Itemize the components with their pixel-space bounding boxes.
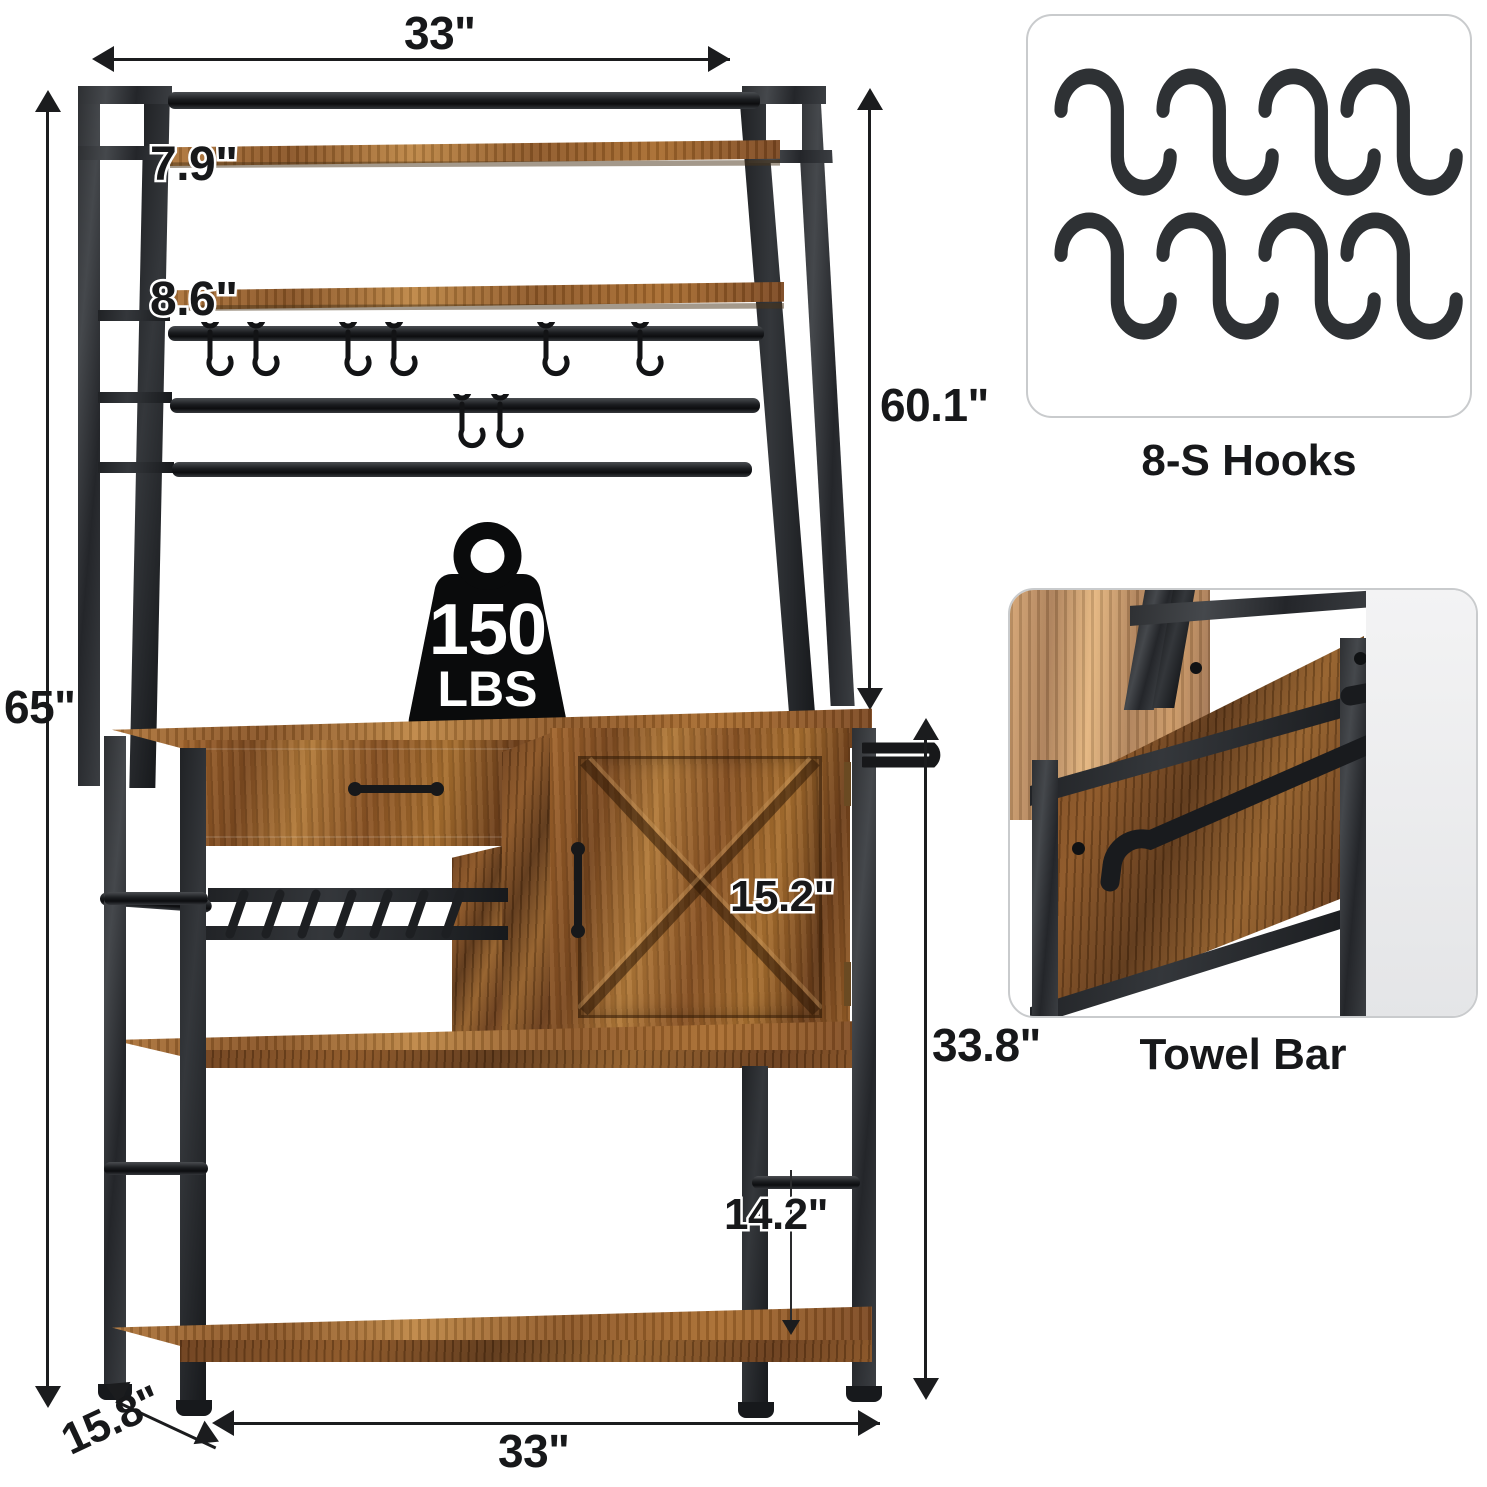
top-width-arrow-left (92, 46, 114, 72)
hutch-left-crossbar-1 (98, 310, 170, 321)
dim-cabinet-height: 15.2" (728, 870, 838, 924)
weight-icon (408, 522, 567, 736)
panel-s-hooks-caption: 8-S Hooks (1141, 436, 1357, 485)
worktop-height-arrow-top (913, 718, 939, 740)
dim-total-height: 65" (4, 681, 76, 733)
total-height-arrow-bottom (35, 1386, 61, 1408)
foot-front-right (738, 1402, 774, 1418)
dim-second-shelf-depth: 8.6" (147, 271, 240, 329)
leg-rear-right (852, 728, 876, 1386)
total-height-arrow-top (35, 90, 61, 112)
hutch-left-window-bottom (78, 146, 172, 160)
dim-top-width: 33" (404, 7, 476, 59)
top-width-dimension-line (110, 58, 730, 61)
side-towel-bar-icon (862, 742, 941, 768)
leg-crossbar-upper-left (104, 892, 208, 905)
leg-front-left (180, 748, 206, 1400)
cabinet-hinge-bottom (844, 962, 851, 1006)
cabinet-side-panel (502, 730, 558, 1048)
s-hook-icon (1054, 68, 1463, 340)
towel-panel-screw-top (1354, 652, 1367, 665)
dim-upper-shelf-depth: 7.9" (147, 136, 240, 194)
towel-panel-background-strip (1366, 590, 1476, 1016)
towel-panel-screw-mid (1072, 842, 1085, 855)
base-width-arrow-right (858, 1410, 880, 1436)
upper-rail-hooks (201, 322, 664, 377)
wine-glass-rack-front (196, 926, 508, 940)
hutch-height-arrow-bottom (857, 688, 883, 710)
hutch-top-rod (168, 92, 760, 109)
weight-unit: LBS (437, 661, 538, 717)
wine-glass-rack-slats-icon (225, 889, 465, 939)
foot-front-left (176, 1400, 212, 1416)
leg-crossbar-right (752, 1176, 860, 1189)
hutch-height-dimension-line (868, 110, 871, 690)
hutch-left-crossbar-3 (98, 462, 174, 473)
cabinet-door[interactable] (550, 728, 850, 1046)
hook-rail-middle (170, 398, 760, 413)
worktop-height-arrow-bottom (913, 1378, 939, 1400)
hutch-left-frame-window (100, 104, 144, 146)
dim-hutch-height: 60.1" (880, 379, 989, 431)
leg-crossbar-mid-left (104, 1162, 208, 1175)
panel-towel-bar-caption: Towel Bar (1139, 1030, 1347, 1079)
cabinet-door-handle-icon[interactable] (566, 840, 590, 940)
hutch-right-top-cap (742, 86, 826, 104)
hutch-rear-left-post (78, 86, 100, 786)
base-width-dimension-line (230, 1422, 880, 1425)
cabinet-door-x-pattern-icon (578, 756, 822, 1016)
foot-rear-left (98, 1384, 132, 1400)
top-width-arrow-right (708, 46, 730, 72)
base-width-arrow-left (212, 1410, 234, 1436)
foot-rear-right (846, 1386, 882, 1402)
bottom-clear-arrow (782, 1320, 800, 1335)
dim-bottom-clear: 14.2" (722, 1188, 832, 1242)
middle-rail-hooks (453, 394, 524, 449)
weight-value: 150 (428, 590, 547, 670)
bottom-shelf-edge (180, 1340, 872, 1362)
hutch-left-crossbar-2 (98, 392, 172, 403)
hutch-front-left-post (129, 88, 170, 788)
hutch-height-arrow-top (857, 88, 883, 110)
towel-panel-left-post (1032, 760, 1058, 1016)
bottom-clear-dimension-line (790, 1170, 792, 1330)
cabinet-inner-divider (452, 846, 502, 1042)
weight-capacity-badge: 150 LBS (390, 512, 585, 742)
hook-rail-upper (168, 326, 764, 341)
panel-s-hooks (1026, 14, 1472, 418)
towel-panel-screw-frame (1190, 662, 1202, 674)
hutch-second-shelf-edge (166, 303, 784, 311)
total-height-dimension-line (46, 110, 49, 1390)
panel-towel-bar (1008, 588, 1478, 1018)
worktop-height-dimension-line (924, 740, 927, 1380)
leg-rear-left (104, 736, 126, 1384)
drawer-handle-icon[interactable] (346, 778, 446, 800)
cabinet-hinge-top (844, 762, 851, 806)
dim-base-width: 33" (498, 1425, 570, 1477)
hutch-upper-shelf-edge (170, 160, 780, 168)
middle-shelf-edge (180, 1050, 872, 1068)
product-illustration: 33" 65" (4, 7, 1041, 1477)
hutch-left-top-cap (78, 86, 172, 104)
dim-worktop-height: 33.8" (932, 1019, 1041, 1071)
hutch-lower-rail (172, 462, 752, 477)
